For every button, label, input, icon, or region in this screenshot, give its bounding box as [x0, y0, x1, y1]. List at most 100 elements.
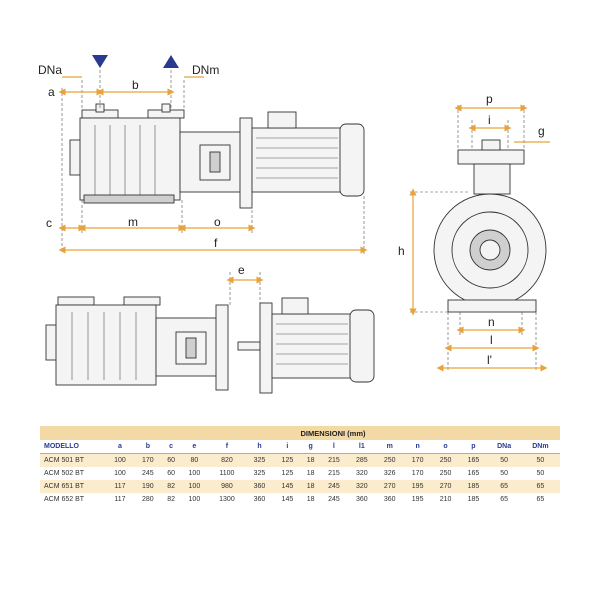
table-cell: 165 — [459, 453, 488, 467]
table-cell: 215 — [319, 453, 348, 467]
table-cell: 50 — [520, 467, 560, 480]
table-cell: 100 — [106, 453, 134, 467]
inlet-arrow-icon — [92, 55, 108, 68]
table-cell: ACM 652 BT — [40, 493, 106, 506]
table-header-cell: l — [319, 440, 348, 454]
table-cell: 100 — [180, 480, 209, 493]
label-n: n — [488, 315, 495, 329]
table-cell: 117 — [106, 480, 134, 493]
table-header-cell: a — [106, 440, 134, 454]
table-cell: 320 — [347, 467, 376, 480]
table-cell: 125 — [273, 453, 302, 467]
table-cell: 170 — [403, 453, 432, 467]
table-cell: 18 — [301, 453, 320, 467]
table-header-cell: e — [180, 440, 209, 454]
table-header-cell: f — [208, 440, 246, 454]
table-cell: 1300 — [208, 493, 246, 506]
table-cell: 145 — [273, 480, 302, 493]
table-header-cell: i — [273, 440, 302, 454]
outlet-arrow-icon — [163, 55, 179, 68]
table-cell: 210 — [431, 493, 460, 506]
table-cell: ACM 502 BT — [40, 467, 106, 480]
table-cell: 245 — [133, 467, 162, 480]
table-cell: 60 — [161, 453, 181, 467]
table-cell: 18 — [301, 467, 320, 480]
table-title-blank — [40, 426, 106, 440]
table-cell: 145 — [273, 493, 302, 506]
label-g: g — [538, 124, 545, 138]
table-cell: 280 — [133, 493, 162, 506]
label-p: p — [486, 92, 493, 106]
table-header-cell: p — [459, 440, 488, 454]
table-cell: 100 — [106, 467, 134, 480]
table-cell: 80 — [180, 453, 209, 467]
table-header-cell: m — [375, 440, 404, 454]
table-cell: 65 — [487, 480, 521, 493]
table-cell: ACM 501 BT — [40, 453, 106, 467]
table-cell: 82 — [161, 480, 181, 493]
table-cell: 250 — [375, 453, 404, 467]
table-cell: 82 — [161, 493, 181, 506]
table-header-cell: l1 — [347, 440, 376, 454]
table-cell: 100 — [180, 493, 209, 506]
table-cell: 170 — [133, 453, 162, 467]
table-header-cell: MODELLO — [40, 440, 106, 454]
label-dna: DNa — [38, 63, 62, 77]
pump-technical-drawing: DNa DNm a b c m o f — [38, 55, 550, 394]
label-i: i — [488, 113, 491, 127]
table-cell: 980 — [208, 480, 246, 493]
table-cell: 285 — [347, 453, 376, 467]
table-header-cell: h — [245, 440, 274, 454]
top-side-view: DNa DNm a b c m o f — [38, 55, 368, 255]
end-view: p i g h n l l' — [398, 92, 550, 372]
table-header-cell: DNm — [520, 440, 560, 454]
table-cell: 360 — [245, 480, 274, 493]
table-cell: 50 — [487, 467, 521, 480]
table-header-cell: o — [431, 440, 460, 454]
table-cell: 195 — [403, 493, 432, 506]
table-cell: 125 — [273, 467, 302, 480]
table-cell: 360 — [375, 493, 404, 506]
label-h: h — [398, 244, 405, 258]
exploded-side-view: e — [45, 263, 375, 394]
table-cell: 245 — [319, 480, 348, 493]
table-cell: 360 — [347, 493, 376, 506]
table-header-cell: c — [161, 440, 181, 454]
table-cell: 270 — [375, 480, 404, 493]
table-cell: 50 — [487, 453, 521, 467]
table-cell: 185 — [459, 480, 488, 493]
table-header-cell: DNa — [487, 440, 521, 454]
table-cell: 325 — [245, 453, 274, 467]
label-dnm: DNm — [192, 63, 219, 77]
table-cell: 65 — [487, 493, 521, 506]
label-f: f — [214, 236, 218, 250]
label-c: c — [46, 216, 52, 230]
label-l: l — [490, 333, 493, 347]
table-cell: 195 — [403, 480, 432, 493]
table-cell: 250 — [431, 467, 460, 480]
table-cell: 18 — [301, 480, 320, 493]
table-cell: ACM 651 BT — [40, 480, 106, 493]
table-cell: 820 — [208, 453, 246, 467]
label-m: m — [128, 215, 138, 229]
table-cell: 50 — [520, 453, 560, 467]
table-cell: 215 — [319, 467, 348, 480]
table-header-cell: g — [301, 440, 320, 454]
table-cell: 65 — [520, 493, 560, 506]
table-cell: 270 — [431, 480, 460, 493]
table-cell: 320 — [347, 480, 376, 493]
table-cell: 18 — [301, 493, 320, 506]
label-l-prime: l' — [487, 353, 492, 367]
label-a: a — [48, 85, 55, 99]
table-header-cell: b — [133, 440, 162, 454]
table-cell: 1100 — [208, 467, 246, 480]
table-cell: 190 — [133, 480, 162, 493]
table-cell: 100 — [180, 467, 209, 480]
